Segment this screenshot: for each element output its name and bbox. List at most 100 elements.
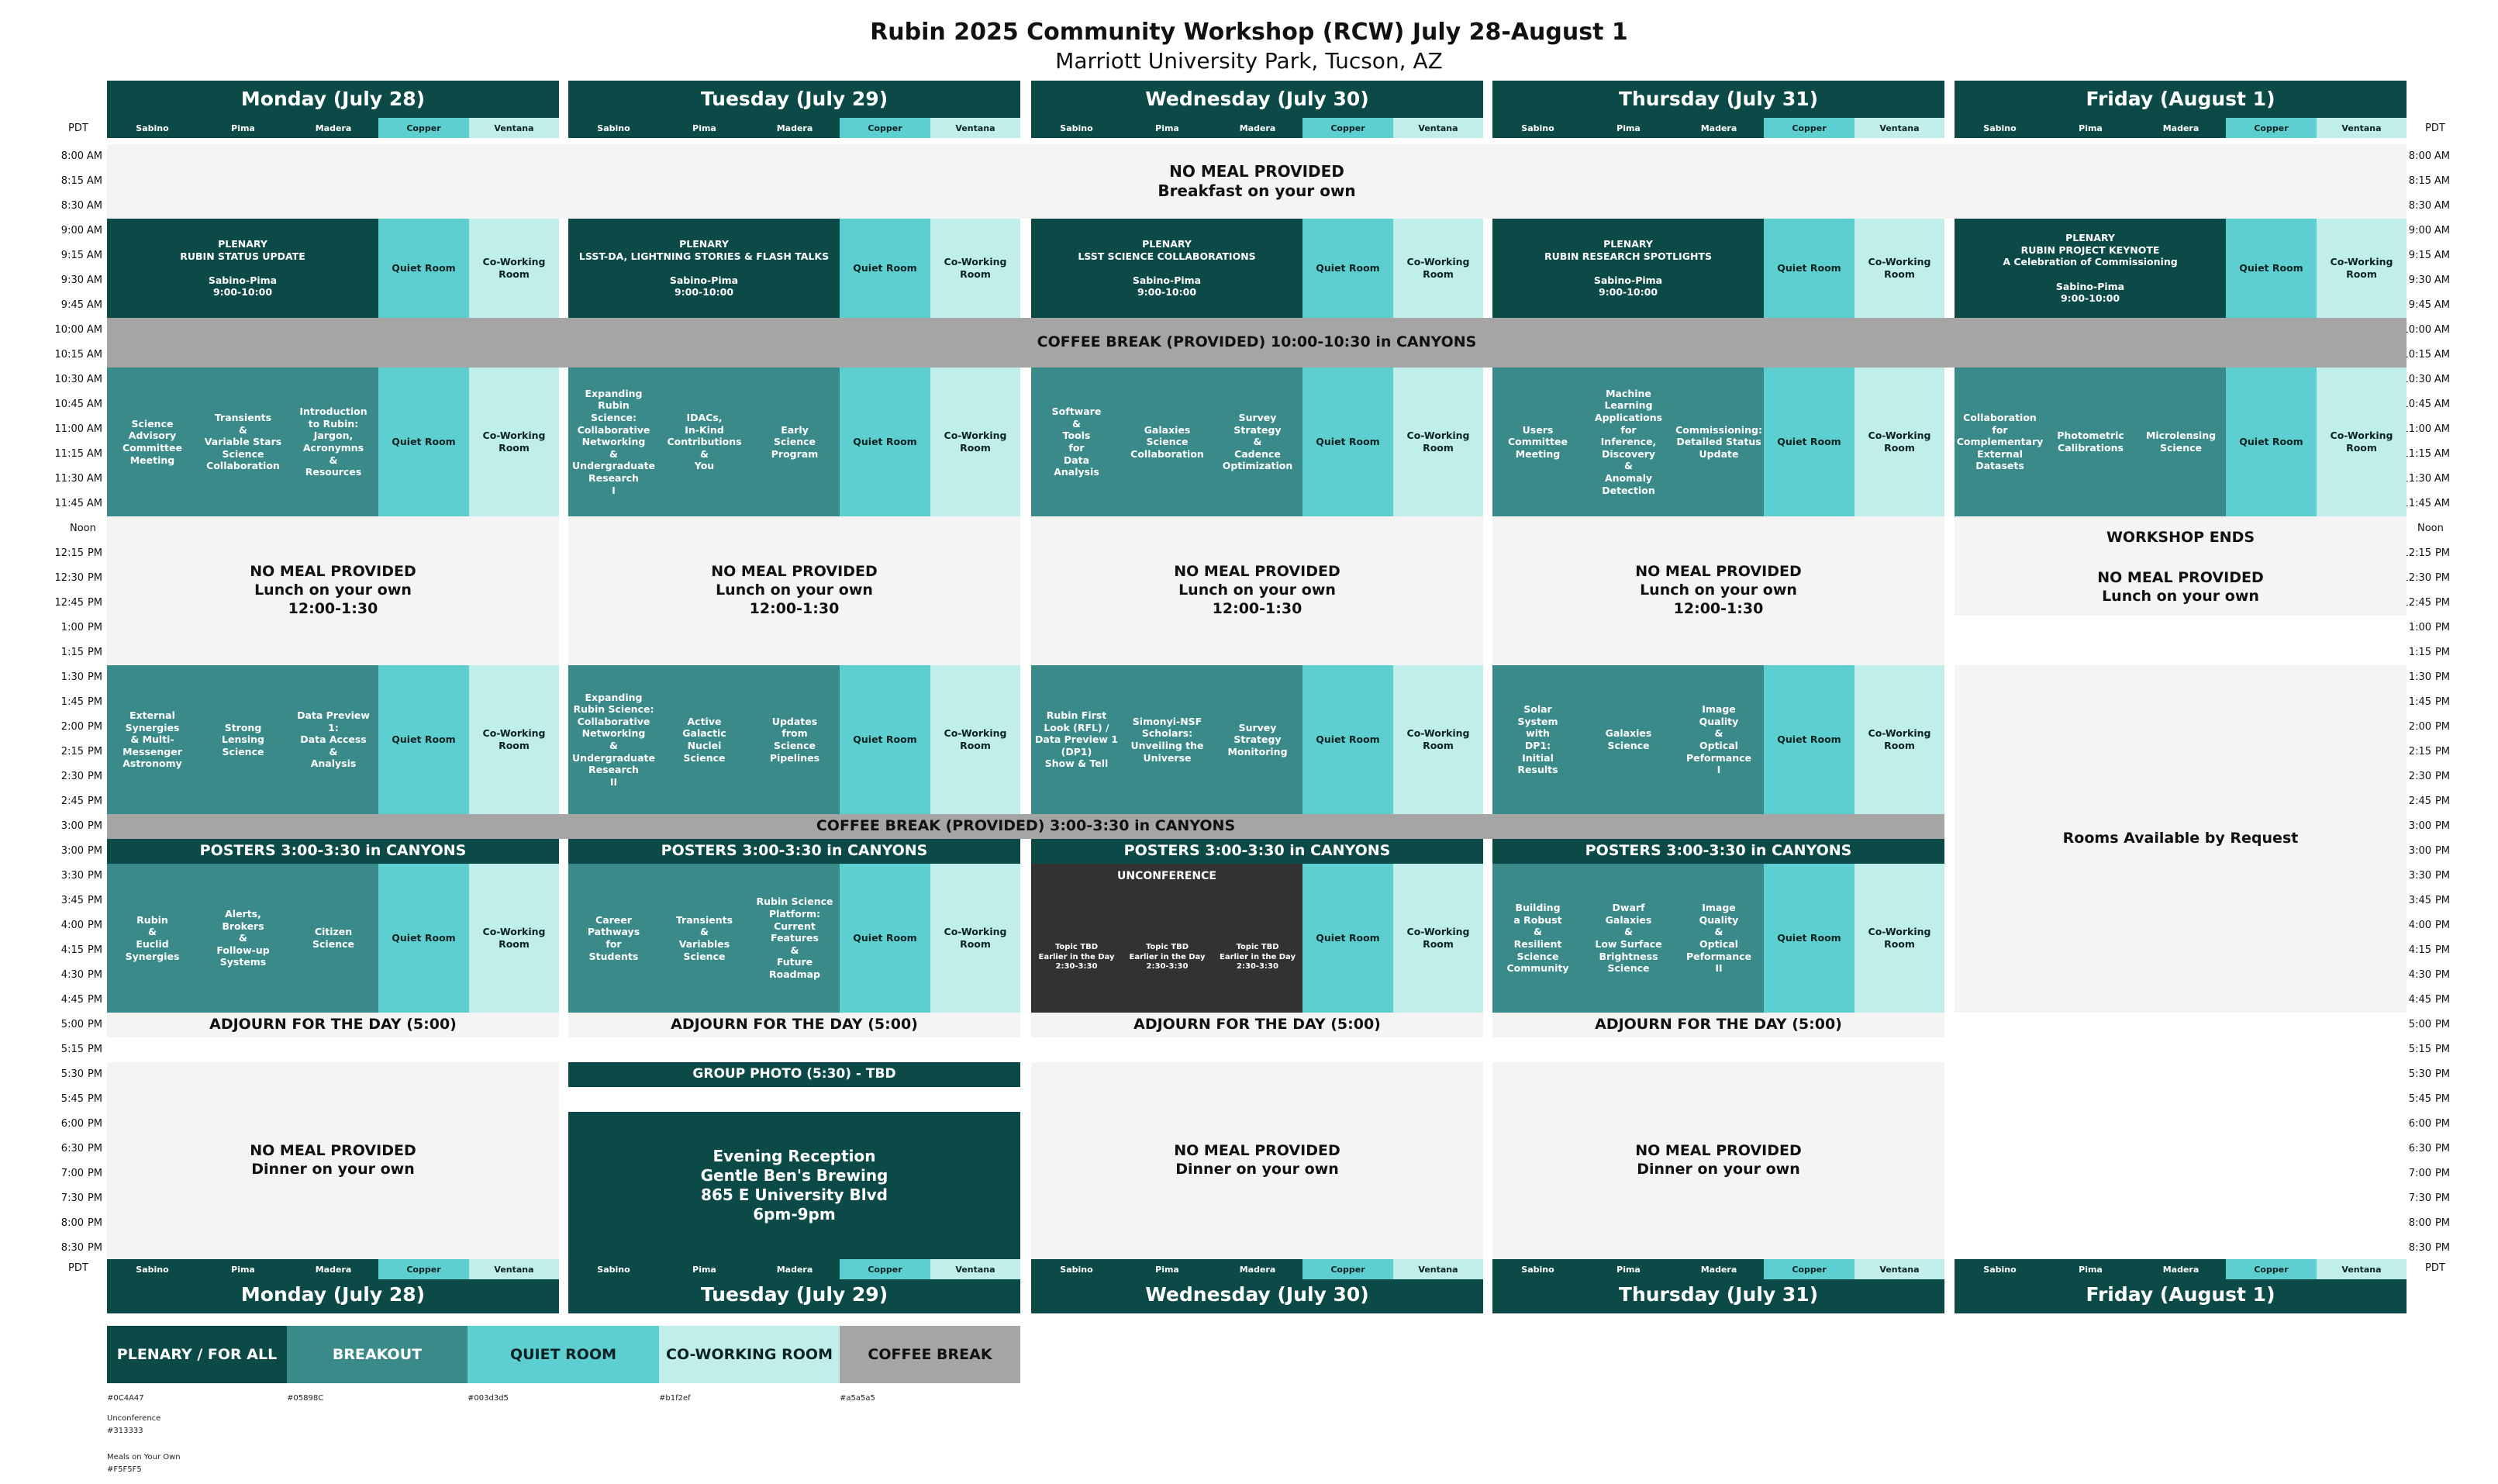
time-period: AM (2434, 473, 2450, 485)
room-subheader: Copper (1302, 118, 1393, 138)
breakout-session: Image Quality & Optical Peformance II (1674, 864, 1764, 1013)
time-period: PM (2434, 1217, 2450, 1229)
breakout-session: Collaboration for Complementary External… (1955, 368, 2045, 516)
room-subheader: Ventana (1855, 118, 1944, 138)
quiet-room: Quiet Room (378, 219, 469, 318)
coffee-break-pm: COFFEE BREAK (PROVIDED) 3:00-3:30 in CAN… (107, 814, 1944, 839)
lunch-notice: NO MEAL PROVIDED Lunch on your own 12:00… (1031, 516, 1483, 665)
time-period: AM (86, 274, 102, 286)
legend-hex: #a5a5a5 (840, 1394, 875, 1403)
room-subheader: Pima (1583, 118, 1674, 138)
day-footer: Monday (July 28) (107, 1276, 559, 1313)
time-period: AM (2434, 324, 2450, 336)
coworking-room: Co-Working Room (469, 368, 559, 516)
time-period: PM (87, 969, 102, 981)
quiet-room: Quiet Room (840, 368, 930, 516)
breakout-session: Science Advisory Committee Meeting (107, 368, 198, 516)
room-subheader: Madera (1674, 1259, 1764, 1279)
room-subheader: Sabino (568, 1259, 659, 1279)
posters-banner: POSTERS 3:00-3:30 in CANYONS (1492, 839, 1944, 864)
unconference-slot: Topic TBD Earlier in the Day 2:30-3:30 (1038, 943, 1115, 972)
time-period: AM (86, 399, 102, 410)
coffee-break-am: COFFEE BREAK (PROVIDED) 10:00-10:30 in C… (107, 318, 2407, 368)
time-period: PM (87, 771, 102, 782)
adjourn-notice: ADJOURN FOR THE DAY (5:00) (568, 1013, 1020, 1037)
quiet-room: Quiet Room (840, 665, 930, 814)
room-subheader: Pima (198, 118, 288, 138)
legend-note: #F5F5F5 (107, 1465, 142, 1474)
quiet-room: Quiet Room (840, 864, 930, 1013)
quiet-room: Quiet Room (1764, 864, 1855, 1013)
pdt-label: PDT (2425, 123, 2445, 134)
pdt-label: PDT (2425, 1262, 2445, 1274)
legend-item: CO-WORKING ROOM (659, 1326, 840, 1383)
day-footer: Wednesday (July 30) (1031, 1276, 1483, 1313)
time-period: PM (87, 721, 102, 733)
breakout-session: Career Pathways for Students (568, 864, 659, 1013)
dinner-notice: NO MEAL PROVIDED Dinner on your own (1492, 1062, 1944, 1259)
time-period: PM (2434, 920, 2450, 931)
adjourn-notice: ADJOURN FOR THE DAY (5:00) (107, 1013, 559, 1037)
page-subtitle: Marriott University Park, Tucson, AZ (1055, 48, 1443, 74)
legend-item: COFFEE BREAK (840, 1326, 1020, 1383)
time-period: PM (87, 746, 102, 758)
room-subheader: Copper (2226, 118, 2317, 138)
room-subheader: Copper (840, 1259, 930, 1279)
time-period: PM (87, 1143, 102, 1154)
plenary-session: PLENARY RUBIN PROJECT KEYNOTE A Celebrat… (1955, 219, 2226, 318)
coworking-room: Co-Working Room (1393, 219, 1483, 318)
day-header: Wednesday (July 30) (1031, 81, 1483, 118)
day-header: Tuesday (July 29) (568, 81, 1020, 118)
time-period: PM (2434, 647, 2450, 658)
time-period: PM (2434, 994, 2450, 1006)
time-period: AM (86, 473, 102, 485)
unconference-slot: Topic TBD Earlier in the Day 2:30-3:30 (1129, 943, 1206, 972)
breakout-session: Users Committee Meeting (1492, 368, 1583, 516)
time-period: PM (2434, 895, 2450, 906)
time-period: PM (87, 1118, 102, 1130)
quiet-room: Quiet Room (1764, 665, 1855, 814)
coworking-room: Co-Working Room (2317, 368, 2407, 516)
room-subheader: Madera (1674, 118, 1764, 138)
coworking-room: Co-Working Room (1855, 219, 1944, 318)
unconference-slot: Topic TBD Earlier in the Day 2:30-3:30 (1219, 943, 1296, 972)
room-subheader: Madera (288, 1259, 378, 1279)
room-subheader: Pima (1583, 1259, 1674, 1279)
breakout-session: Introduction to Rubin: Jargon, Acronymns… (288, 368, 378, 516)
time-period: PM (87, 845, 102, 857)
room-subheader: Copper (378, 118, 469, 138)
legend-item: BREAKOUT (287, 1326, 468, 1383)
breakout-session: Machine Learning Applications for Infere… (1583, 368, 1674, 516)
room-subheader: Pima (659, 1259, 750, 1279)
time-period: PM (2434, 944, 2450, 956)
time-period: AM (2434, 175, 2450, 187)
time-period: AM (2434, 200, 2450, 212)
time-period: PM (2434, 547, 2450, 559)
room-subheader: Copper (2226, 1259, 2317, 1279)
coworking-room: Co-Working Room (1855, 368, 1944, 516)
pdt-label: PDT (68, 123, 88, 134)
coworking-room: Co-Working Room (930, 219, 1020, 318)
time-period: AM (2434, 374, 2450, 385)
unconference-block: UNCONFERENCE (1031, 864, 1302, 1013)
breakout-session: Transients & Variable Stars Science Coll… (198, 368, 288, 516)
room-subheader: Ventana (930, 118, 1020, 138)
breakout-session: Commissioning: Detailed Status Update (1674, 368, 1764, 516)
evening-reception: Evening Reception Gentle Ben's Brewing 8… (568, 1112, 1020, 1259)
breakout-session: IDACs, In-Kind Contributions & You (659, 368, 750, 516)
time-period: PM (87, 1217, 102, 1229)
time-period: AM (2434, 250, 2450, 261)
breakout-session: Simonyi-NSF Scholars: Unveiling the Univ… (1122, 665, 1213, 814)
time-period: PM (87, 895, 102, 906)
breakout-session: Strong Lensing Science (198, 665, 288, 814)
time-period: PM (2434, 671, 2450, 683)
time-period: PM (2434, 820, 2450, 832)
breakout-session: Citizen Science (288, 864, 378, 1013)
time-period: PM (87, 622, 102, 633)
posters-banner: POSTERS 3:00-3:30 in CANYONS (568, 839, 1020, 864)
day-header: Friday (August 1) (1955, 81, 2407, 118)
breakout-session: Expanding Rubin Science: Collaborative N… (568, 368, 659, 516)
plenary-session: PLENARY LSST SCIENCE COLLABORATIONS Sabi… (1031, 219, 1302, 318)
breakout-session: Solar System with DP1: Initial Results (1492, 665, 1583, 814)
posters-banner: POSTERS 3:00-3:30 in CANYONS (1031, 839, 1483, 864)
